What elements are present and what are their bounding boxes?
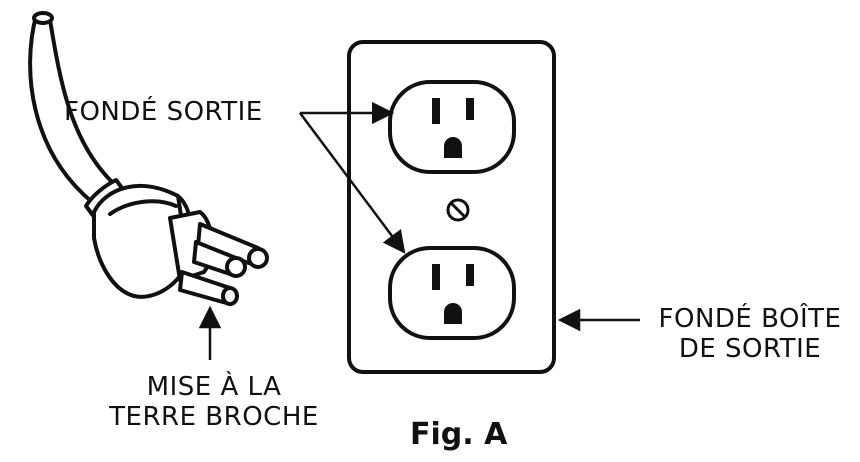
receptacle-top [388,80,516,174]
plug-body [92,183,190,299]
label-grounding-pin: MISE À LA TERRE BROCHE [84,372,344,432]
screw-icon [446,198,470,222]
label-grounded-box-line1: FONDÉ BOÎTE [658,304,842,334]
outlet-arrow-bottom [298,112,406,254]
receptacle-bottom [388,246,516,340]
label-grounded-outlet: FONDÉ SORTIE [64,97,263,127]
plug-icon [28,11,269,306]
outlet-icon [347,40,556,374]
label-grounded-box-line2: DE SORTIE [678,334,822,364]
cord-end [32,11,54,25]
label-grounding-pin-line1: MISE À LA [146,372,282,402]
figure-caption: Fig. A [410,417,508,452]
label-grounding-pin-line2: TERRE BROCHE [109,402,319,432]
label-grounded-box: FONDÉ BOÎTE DE SORTIE [644,304,856,364]
